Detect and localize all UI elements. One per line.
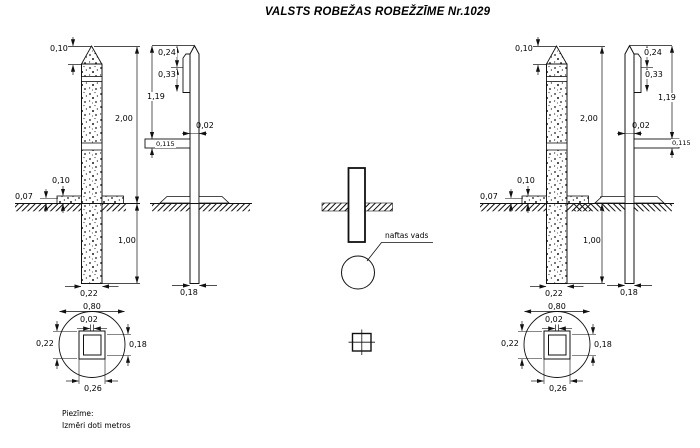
dim-top-section: 0,24 [643, 48, 663, 57]
dim-base-width: 0,26 [549, 384, 567, 393]
dim-plate-length: 1,19 [146, 92, 166, 101]
dim-sign-section: 0,33 [644, 70, 664, 79]
dim-cap-height: 0,10 [515, 44, 533, 53]
dim-circle-diameter: 0,80 [548, 302, 566, 311]
dim-height-above-ground: 2,00 [580, 114, 598, 123]
dim-sign-section: 0,33 [157, 70, 177, 79]
dim-outer-width: 0,22 [501, 339, 519, 348]
dim-side-post-width: 0,18 [620, 288, 638, 297]
pipeline-circle [341, 255, 375, 290]
dim-depth-below-ground: 1,00 [118, 236, 136, 245]
side-view-right [572, 46, 679, 286]
pipeline-label: naftas vads [385, 231, 429, 240]
notes-heading: Piezīme: [62, 409, 94, 418]
dim-depth-below-ground: 1,00 [583, 236, 601, 245]
center-ground-right [364, 202, 393, 212]
dim-bracket-height: 0,115 [671, 139, 692, 147]
dim-inner-width: 0,18 [594, 340, 612, 349]
dim-cap-height: 0,10 [50, 44, 68, 53]
center-section-view [321, 167, 433, 355]
dim-wall-thickness: 0,02 [545, 315, 563, 324]
dim-collar-height: 0,10 [517, 176, 535, 185]
dim-plate-thickness: 0,02 [196, 121, 214, 130]
dim-outer-width: 0,22 [36, 339, 54, 348]
dim-collar-lip: 0,07 [480, 192, 498, 201]
dim-inner-width: 0,18 [129, 340, 147, 349]
dim-base-width: 0,26 [84, 384, 102, 393]
dim-side-post-width: 0,18 [180, 288, 198, 297]
center-ground-left [321, 202, 349, 212]
pipeline-leader-line [366, 242, 433, 262]
dim-bracket-height: 0,115 [155, 140, 176, 148]
center-post [347, 167, 366, 243]
front-view-left [15, 37, 140, 384]
dim-circle-diameter: 0,80 [83, 302, 101, 311]
drawing-title: VALSTS ROBEŽAS ROBEŽZĪME Nr.1029 [264, 6, 491, 18]
dim-post-width: 0,22 [545, 289, 563, 298]
dim-top-section: 0,24 [157, 48, 177, 57]
dim-height-above-ground: 2,00 [115, 114, 133, 123]
notes-body: Izmēri doti metros [62, 421, 131, 430]
dim-collar-lip: 0,07 [15, 192, 33, 201]
dim-collar-height: 0,10 [52, 176, 70, 185]
dim-post-width: 0,22 [80, 289, 98, 298]
dim-plate-thickness: 0,02 [632, 121, 650, 130]
side-view-left [145, 46, 252, 286]
dim-plate-length: 1,19 [657, 93, 677, 102]
dim-wall-thickness: 0,02 [80, 315, 98, 324]
